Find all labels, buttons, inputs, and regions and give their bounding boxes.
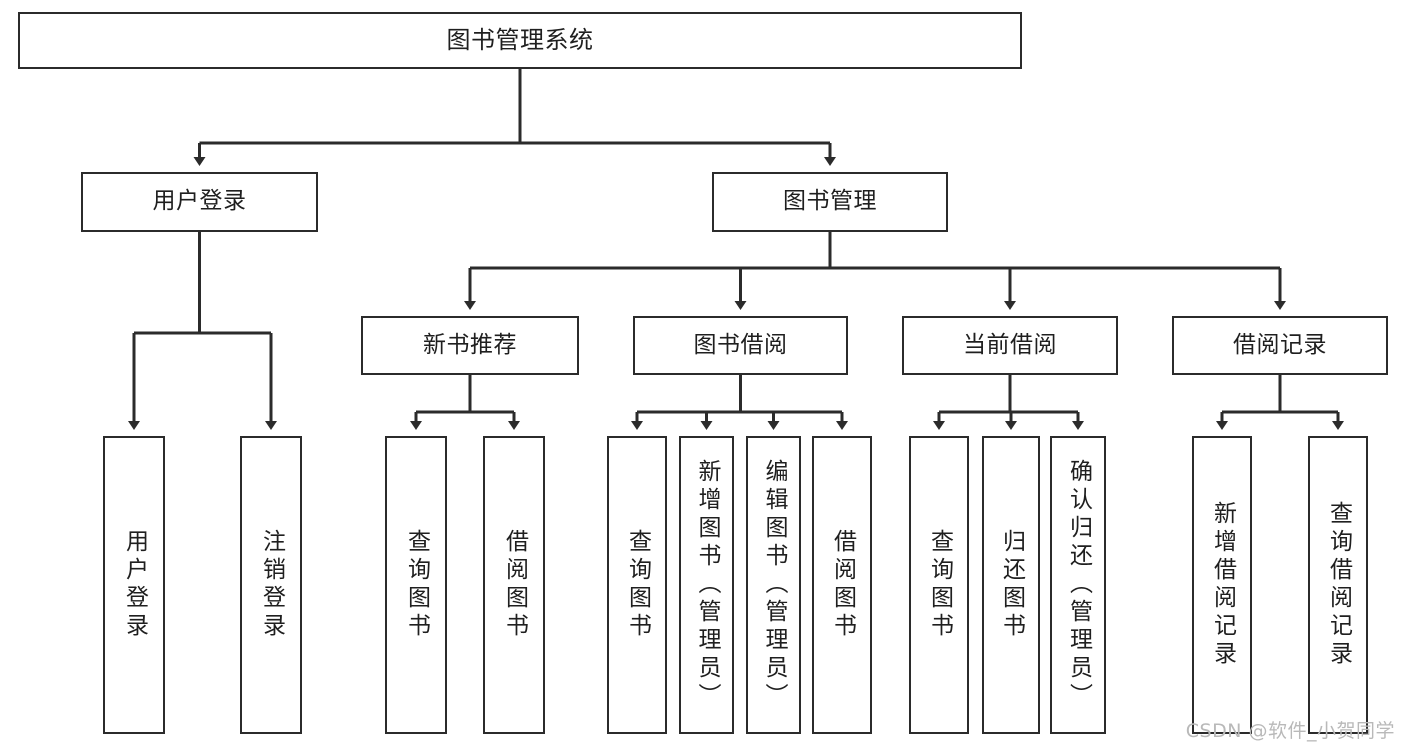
node-label: 编辑图书（管理员） xyxy=(761,459,787,711)
node-leaf-query-book-3[interactable]: 查询图书 xyxy=(909,436,969,734)
node-leaf-confirm-return[interactable]: 确认归还（管理员） xyxy=(1050,436,1106,734)
node-label: 当前借阅 xyxy=(963,331,1057,358)
node-leaf-return-book[interactable]: 归还图书 xyxy=(982,436,1040,734)
node-user-login[interactable]: 用户登录 xyxy=(81,172,318,232)
node-label: 新增图书（管理员） xyxy=(694,459,720,711)
node-leaf-query-record[interactable]: 查询借阅记录 xyxy=(1308,436,1368,734)
node-leaf-borrow-book-2[interactable]: 借阅图书 xyxy=(812,436,872,734)
node-book-borrow[interactable]: 图书借阅 xyxy=(633,316,848,375)
node-label: 查询图书 xyxy=(403,529,430,641)
node-label: 查询图书 xyxy=(624,529,651,641)
node-label: 用户登录 xyxy=(152,188,247,215)
node-label: 借阅记录 xyxy=(1233,331,1327,358)
node-leaf-edit-book[interactable]: 编辑图书（管理员） xyxy=(746,436,801,734)
node-root[interactable]: 图书管理系统 xyxy=(18,12,1022,69)
node-label: 确认归还（管理员） xyxy=(1065,459,1092,711)
node-leaf-user-login[interactable]: 用户登录 xyxy=(103,436,165,734)
node-label: 图书管理系统 xyxy=(446,26,594,55)
node-label: 查询图书 xyxy=(926,529,953,641)
node-leaf-add-book[interactable]: 新增图书（管理员） xyxy=(679,436,734,734)
node-label: 查询借阅记录 xyxy=(1325,501,1352,669)
node-label: 新书推荐 xyxy=(423,331,517,358)
node-label: 注销登录 xyxy=(258,529,285,641)
node-leaf-add-record[interactable]: 新增借阅记录 xyxy=(1192,436,1252,734)
node-borrow-record[interactable]: 借阅记录 xyxy=(1172,316,1388,375)
node-leaf-query-book-1[interactable]: 查询图书 xyxy=(385,436,447,734)
node-label: 归还图书 xyxy=(998,529,1025,641)
node-label: 借阅图书 xyxy=(829,529,856,641)
node-label: 新增借阅记录 xyxy=(1209,501,1236,669)
watermark-text: CSDN @软件_小贺同学 xyxy=(1185,720,1395,742)
node-leaf-logout[interactable]: 注销登录 xyxy=(240,436,302,734)
node-leaf-query-book-2[interactable]: 查询图书 xyxy=(607,436,667,734)
node-book-manage[interactable]: 图书管理 xyxy=(712,172,948,232)
node-leaf-borrow-book-1[interactable]: 借阅图书 xyxy=(483,436,545,734)
node-label: 用户登录 xyxy=(121,529,148,641)
node-label: 图书借阅 xyxy=(693,331,788,358)
node-new-book-rec[interactable]: 新书推荐 xyxy=(361,316,579,375)
node-label: 借阅图书 xyxy=(501,529,528,641)
node-label: 图书管理 xyxy=(783,188,877,215)
node-current-borrow[interactable]: 当前借阅 xyxy=(902,316,1118,375)
